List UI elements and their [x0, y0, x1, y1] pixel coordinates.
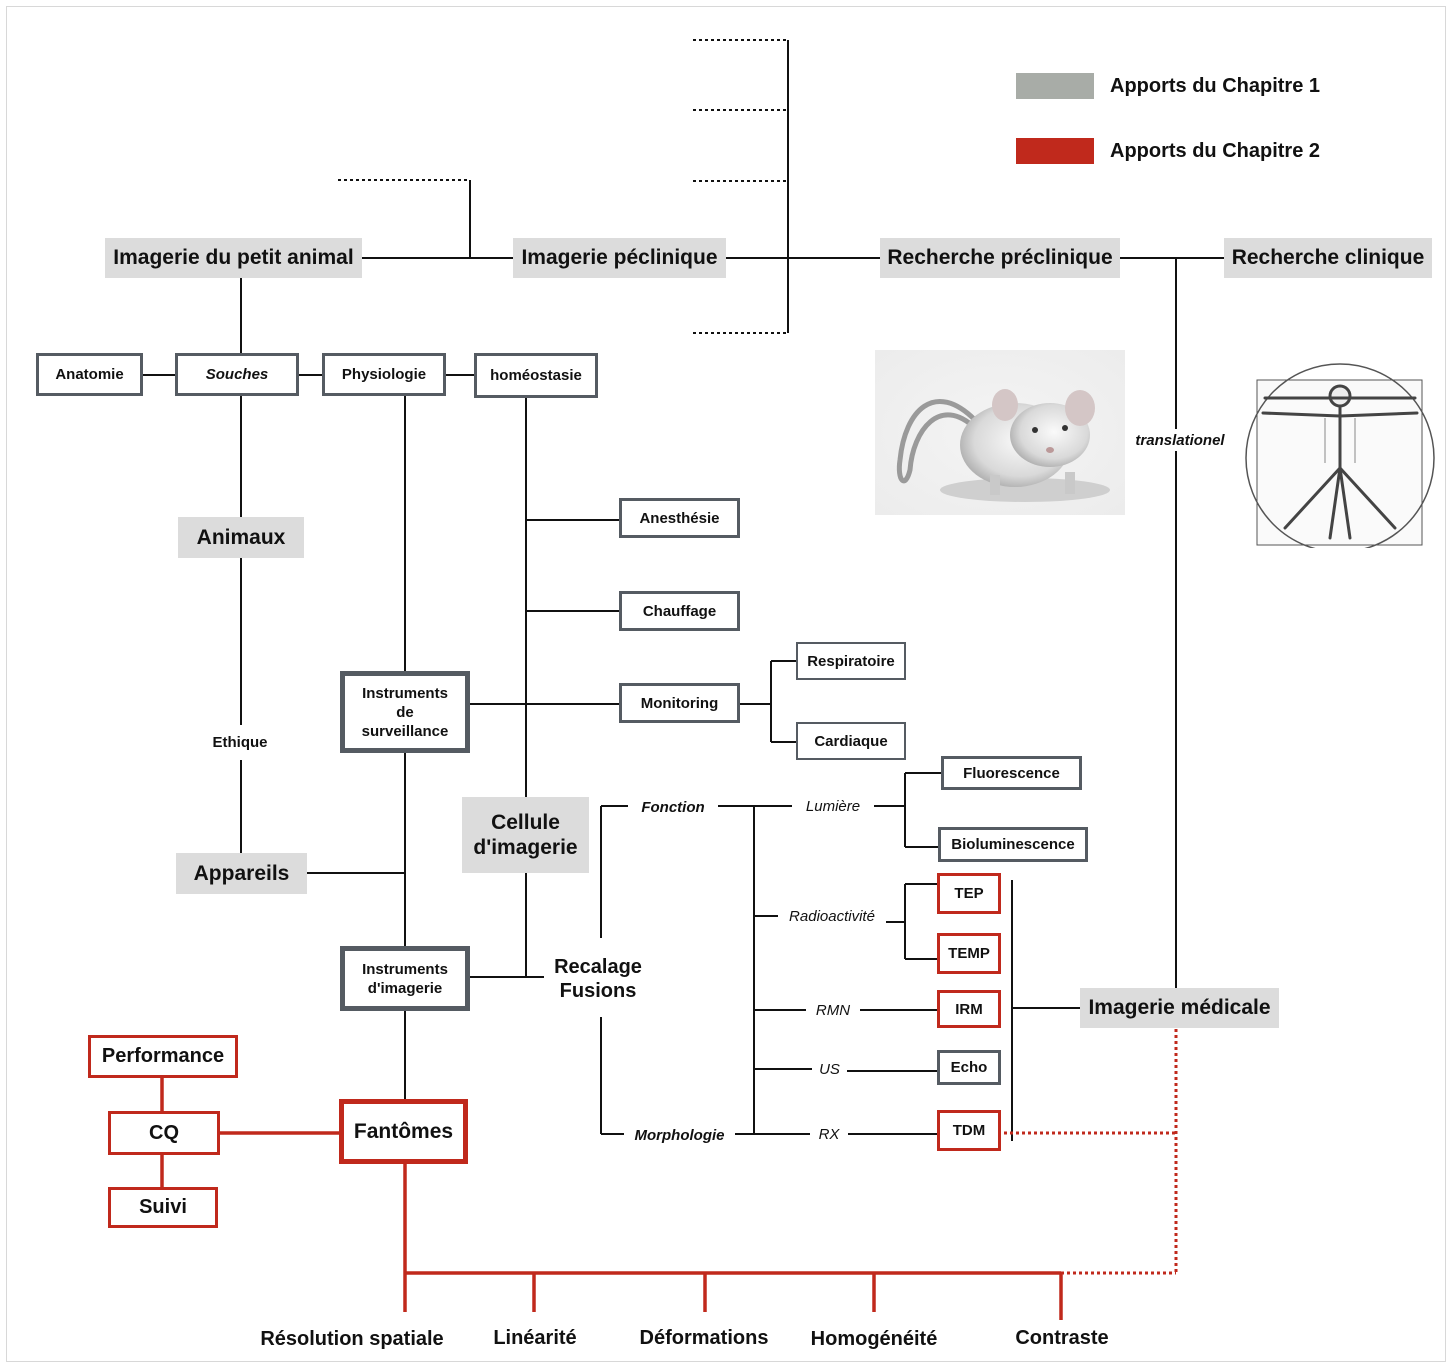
label-us: US [819, 1060, 840, 1078]
legend-swatch-chapitre-2 [1016, 138, 1094, 164]
node-chauffage: Chauffage [619, 591, 740, 631]
criterion-linearite: Linéarité [493, 1326, 577, 1349]
node-temp: TEMP [937, 933, 1001, 974]
node-anatomie: Anatomie [36, 353, 143, 396]
criterion-resolution-spatiale: Résolution spatiale [260, 1327, 444, 1350]
node-recalage-fusions: Recalage Fusions [554, 956, 642, 1002]
node-souches: Souches [175, 353, 299, 396]
node-physiologie: Physiologie [322, 353, 446, 396]
node-bioluminescence: Bioluminescence [938, 827, 1088, 862]
node-cq: CQ [108, 1111, 220, 1155]
mouse-image [875, 350, 1125, 515]
label-morphologie: Morphologie [634, 1126, 725, 1144]
node-imagerie-preclinique: Imagerie péclinique [513, 238, 726, 278]
diagram-frame [6, 6, 1446, 1362]
vitruvian-man-image [1245, 363, 1435, 548]
node-homeostasie: homéostasie [474, 353, 598, 398]
node-instruments-surveillance: Instruments de surveillance [340, 671, 470, 753]
node-instruments-imagerie: Instruments d'imagerie [340, 946, 470, 1011]
label-translationel: translationel [1130, 429, 1230, 451]
node-tep: TEP [937, 873, 1001, 914]
node-ethique: Ethique [212, 734, 268, 751]
node-echo: Echo [937, 1050, 1001, 1085]
node-fluorescence: Fluorescence [941, 756, 1082, 790]
node-imagerie-petit-animal: Imagerie du petit animal [105, 238, 362, 278]
node-fantomes: Fantômes [339, 1099, 468, 1164]
node-irm: IRM [937, 990, 1001, 1028]
label-radioactivite: Radioactivité [789, 907, 875, 925]
node-suivi: Suivi [108, 1187, 218, 1228]
criterion-deformations: Déformations [639, 1326, 769, 1349]
label-fonction: Fonction [641, 798, 705, 816]
label-rx: RX [818, 1125, 840, 1143]
node-anesthesie: Anesthésie [619, 498, 740, 538]
legend-label-chapitre-2: Apports du Chapitre 2 [1110, 140, 1321, 162]
criterion-contraste: Contraste [1015, 1326, 1109, 1349]
criterion-homogeneite: Homogénéité [810, 1327, 938, 1350]
legend-swatch-chapitre-1 [1016, 73, 1094, 99]
label-rmn: RMN [815, 1001, 851, 1019]
node-tdm: TDM [937, 1110, 1001, 1151]
label-lumiere: Lumière [805, 797, 861, 815]
node-performance: Performance [88, 1035, 238, 1078]
node-appareils: Appareils [176, 853, 307, 894]
node-cardiaque: Cardiaque [796, 722, 906, 760]
legend-label-chapitre-1: Apports du Chapitre 1 [1110, 75, 1321, 97]
node-respiratoire: Respiratoire [796, 642, 906, 680]
node-recherche-preclinique: Recherche préclinique [880, 238, 1120, 278]
node-monitoring: Monitoring [619, 683, 740, 723]
node-imagerie-medicale: Imagerie médicale [1080, 988, 1279, 1028]
node-cellule-imagerie: Cellule d'imagerie [462, 797, 589, 873]
node-animaux: Animaux [178, 517, 304, 558]
node-recherche-clinique: Recherche clinique [1224, 238, 1432, 278]
